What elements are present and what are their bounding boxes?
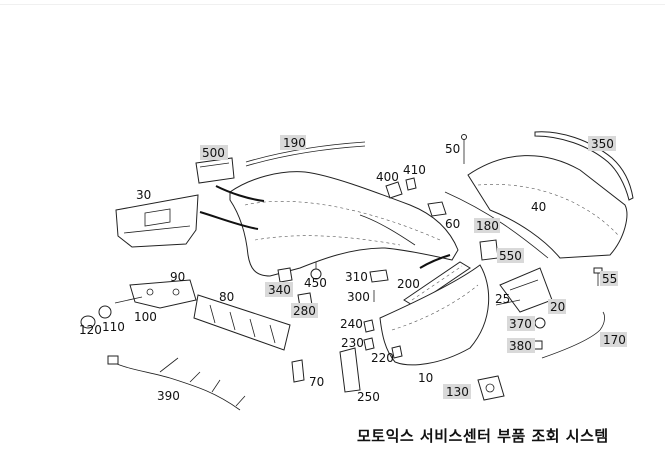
callout-170: 170 — [603, 333, 626, 347]
callout-20: 20 — [550, 300, 565, 314]
part-55-bolt — [593, 267, 603, 286]
callout-80: 80 — [219, 290, 234, 304]
part-120-washer — [80, 315, 96, 329]
callout-bg-380 — [507, 338, 535, 353]
part-410-clip — [405, 177, 417, 191]
arrow-500-to-bumper — [215, 185, 265, 202]
part-130-sensor — [477, 375, 505, 401]
part-550-sensor — [479, 239, 499, 261]
part-240-clip — [363, 319, 375, 333]
callout-110: 110 — [102, 320, 125, 334]
callout-60: 60 — [445, 217, 460, 231]
part-500-reflector — [195, 157, 235, 184]
callout-390: 390 — [157, 389, 180, 403]
part-25-pin — [495, 299, 521, 306]
part-310-clip — [369, 269, 389, 283]
callout-50: 50 — [445, 142, 460, 156]
callout-90: 90 — [170, 270, 185, 284]
callout-400: 400 — [376, 170, 399, 184]
part-180-strip — [444, 191, 549, 259]
part-250-bracket — [339, 347, 361, 393]
callout-25: 25 — [495, 292, 510, 306]
callout-340: 340 — [268, 283, 291, 297]
part-450-screw — [310, 262, 322, 280]
callout-bg-20 — [548, 299, 566, 314]
part-400-clip — [385, 181, 403, 199]
callout-bg-130 — [443, 384, 471, 399]
part-60-bracket — [427, 201, 447, 217]
callout-550: 550 — [499, 249, 522, 263]
part-90-bracket — [129, 279, 197, 309]
callout-55: 55 — [602, 272, 617, 286]
callout-500: 500 — [202, 146, 225, 160]
part-50-stud — [461, 134, 467, 164]
callout-bg-340 — [265, 282, 293, 297]
part-10-lower-cover — [379, 264, 490, 366]
callout-70: 70 — [309, 375, 324, 389]
callout-380: 380 — [509, 339, 532, 353]
part-40-upper-trim — [467, 155, 628, 259]
part-70-bracket — [291, 359, 305, 383]
callout-bg-370 — [507, 316, 535, 331]
callout-200: 200 — [397, 277, 420, 291]
callout-bg-280 — [291, 303, 318, 318]
callout-240: 240 — [340, 317, 363, 331]
part-380-bolt — [533, 340, 543, 350]
part-170-strip — [541, 311, 605, 359]
callout-300: 300 — [347, 290, 370, 304]
callout-250: 250 — [357, 390, 380, 404]
part-340-clip — [277, 267, 293, 283]
callout-230: 230 — [341, 336, 364, 350]
callout-130: 130 — [446, 385, 469, 399]
part-110-grommet — [98, 305, 112, 319]
callout-100: 100 — [134, 310, 157, 324]
part-30-license-panel — [115, 194, 199, 248]
callout-410: 410 — [403, 163, 426, 177]
part-390-harness — [107, 355, 246, 411]
callout-40: 40 — [531, 200, 546, 214]
part-80-absorber — [193, 294, 291, 351]
part-main-bumper-shell — [229, 171, 459, 277]
callout-bg-190 — [280, 135, 306, 150]
callout-310: 310 — [345, 270, 368, 284]
callout-bg-500 — [200, 145, 228, 160]
callout-190: 190 — [283, 136, 306, 150]
footer-caption: 모토익스 서비스센터 부품 조회 시스템 — [357, 427, 609, 445]
callout-bg-170 — [600, 332, 627, 347]
callout-220: 220 — [371, 351, 394, 365]
part-220-clip — [391, 345, 403, 359]
callout-350: 350 — [591, 137, 614, 151]
callout-280: 280 — [293, 304, 316, 318]
top-divider — [0, 4, 665, 5]
callout-bg-55 — [600, 271, 618, 286]
callout-30: 30 — [136, 188, 151, 202]
callout-180: 180 — [476, 219, 499, 233]
arrow-200-to-cover — [419, 254, 451, 269]
callout-bg-350 — [588, 136, 616, 151]
callout-120: 120 — [79, 323, 102, 337]
part-100-bolt — [114, 296, 143, 304]
callout-bg-550 — [497, 248, 524, 263]
part-370-nut — [534, 317, 546, 329]
callout-bg-180 — [474, 218, 500, 233]
part-350-spoiler-strip — [534, 131, 634, 201]
callout-10: 10 — [418, 371, 433, 385]
arrow-30-to-bumper — [199, 211, 259, 230]
part-230-clip — [363, 337, 375, 351]
callout-450: 450 — [304, 276, 327, 290]
callout-370: 370 — [509, 317, 532, 331]
